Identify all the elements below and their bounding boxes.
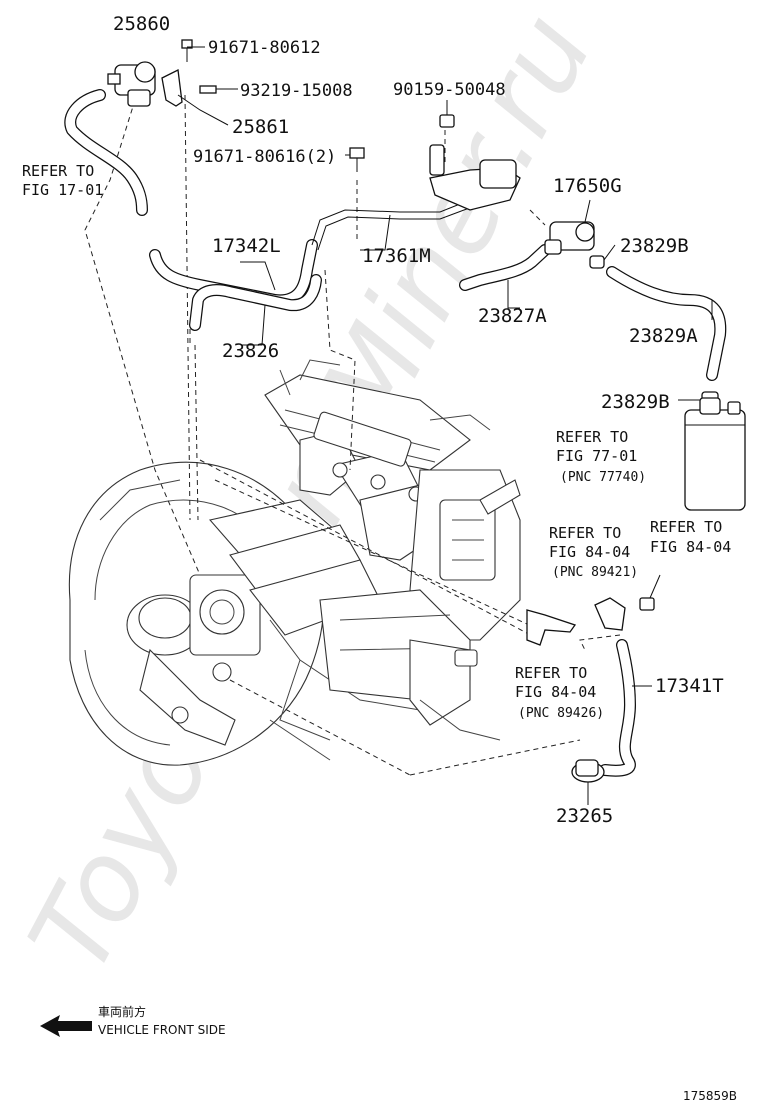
- label-17341T[interactable]: 17341T: [655, 675, 724, 697]
- ref-fig84b-line1: REFER TO: [650, 518, 722, 536]
- reference-fig17[interactable]: REFER TO FIG 17-01: [22, 162, 103, 199]
- ref-fig17-line2: FIG 17-01: [22, 181, 103, 199]
- ref-fig77-line1: REFER TO: [556, 428, 628, 446]
- hose-lines: [64, 89, 727, 777]
- label-23826[interactable]: 23826: [222, 340, 279, 362]
- clamp-23829B-top[interactable]: [589, 255, 605, 269]
- ref-fig84b-line2: FIG 84-04: [650, 538, 731, 556]
- bolt-sensor[interactable]: [639, 597, 655, 611]
- reference-fig84c[interactable]: REFER TO FIG 84-04 (PNC 89426): [515, 664, 604, 721]
- label-23827A[interactable]: 23827A: [478, 305, 547, 327]
- part-17650G-vsv[interactable]: [544, 221, 595, 255]
- bolt-91671-80612[interactable]: [181, 39, 193, 62]
- figure-id: 175859B: [683, 1089, 737, 1103]
- label-23829B-bottom[interactable]: 23829B: [601, 391, 670, 413]
- vehicle-front-indicator: 車両前方 VEHICLE FRONT SIDE: [40, 1004, 226, 1037]
- label-25861[interactable]: 25861: [232, 116, 289, 138]
- ref-fig84c-line1: REFER TO: [515, 664, 587, 682]
- ref-fig84a-line2: FIG 84-04: [549, 543, 630, 561]
- part-23265-valve[interactable]: [571, 759, 605, 783]
- ref-fig84c-line2: FIG 84-04: [515, 683, 596, 701]
- reference-fig77[interactable]: REFER TO FIG 77-01 (PNC 77740): [556, 428, 646, 485]
- reference-fig84b[interactable]: REFER TO FIG 84-04: [650, 518, 731, 556]
- bolt-90159-50048[interactable]: [439, 114, 455, 128]
- label-91671-80616[interactable]: 91671-80616(2): [193, 147, 336, 167]
- label-23265[interactable]: 23265: [556, 805, 613, 827]
- label-17361M[interactable]: 17361M: [362, 245, 431, 267]
- bolt-93219-15008[interactable]: [199, 85, 228, 94]
- part-25860-vsv[interactable]: [107, 61, 156, 107]
- label-17342L[interactable]: 17342L: [212, 235, 281, 257]
- direction-label-en: VEHICLE FRONT SIDE: [98, 1023, 226, 1037]
- part-charcoal-canister[interactable]: [684, 397, 746, 511]
- label-25860[interactable]: 25860: [113, 13, 170, 35]
- dashed-connectors: [84, 94, 621, 776]
- ref-fig77-line2: FIG 77-01: [556, 447, 637, 465]
- ref-fig84c-pnc: (PNC 89426): [518, 706, 604, 721]
- part-labels: 25860 91671-80612 93219-15008 25861 9015…: [113, 13, 724, 827]
- arrow-left-icon: [40, 1015, 92, 1037]
- ref-fig84a-pnc: (PNC 89421): [552, 565, 638, 580]
- label-90159-50048[interactable]: 90159-50048: [393, 80, 506, 100]
- part-pipe-bracket-assy[interactable]: [429, 144, 521, 211]
- ref-fig17-line1: REFER TO: [22, 162, 94, 180]
- label-23829A[interactable]: 23829A: [629, 325, 698, 347]
- label-93219-15008[interactable]: 93219-15008: [240, 81, 353, 101]
- ref-fig84a-line1: REFER TO: [549, 524, 621, 542]
- direction-label-jp: 車両前方: [98, 1004, 146, 1019]
- label-17650G[interactable]: 17650G: [553, 175, 622, 197]
- part-sensor-bracket[interactable]: [526, 609, 577, 646]
- ref-fig77-pnc: (PNC 77740): [560, 470, 646, 485]
- label-leaders: [177, 46, 713, 805]
- label-91671-80612[interactable]: 91671-80612: [208, 38, 321, 58]
- engine-illustration: [68, 359, 521, 766]
- bolt-91671-80616[interactable]: [349, 147, 365, 172]
- label-23829B-top[interactable]: 23829B: [620, 235, 689, 257]
- reference-fig84a[interactable]: REFER TO FIG 84-04 (PNC 89421): [549, 524, 638, 580]
- part-pressure-sensor[interactable]: [594, 597, 626, 631]
- part-25861-bracket[interactable]: [161, 69, 183, 107]
